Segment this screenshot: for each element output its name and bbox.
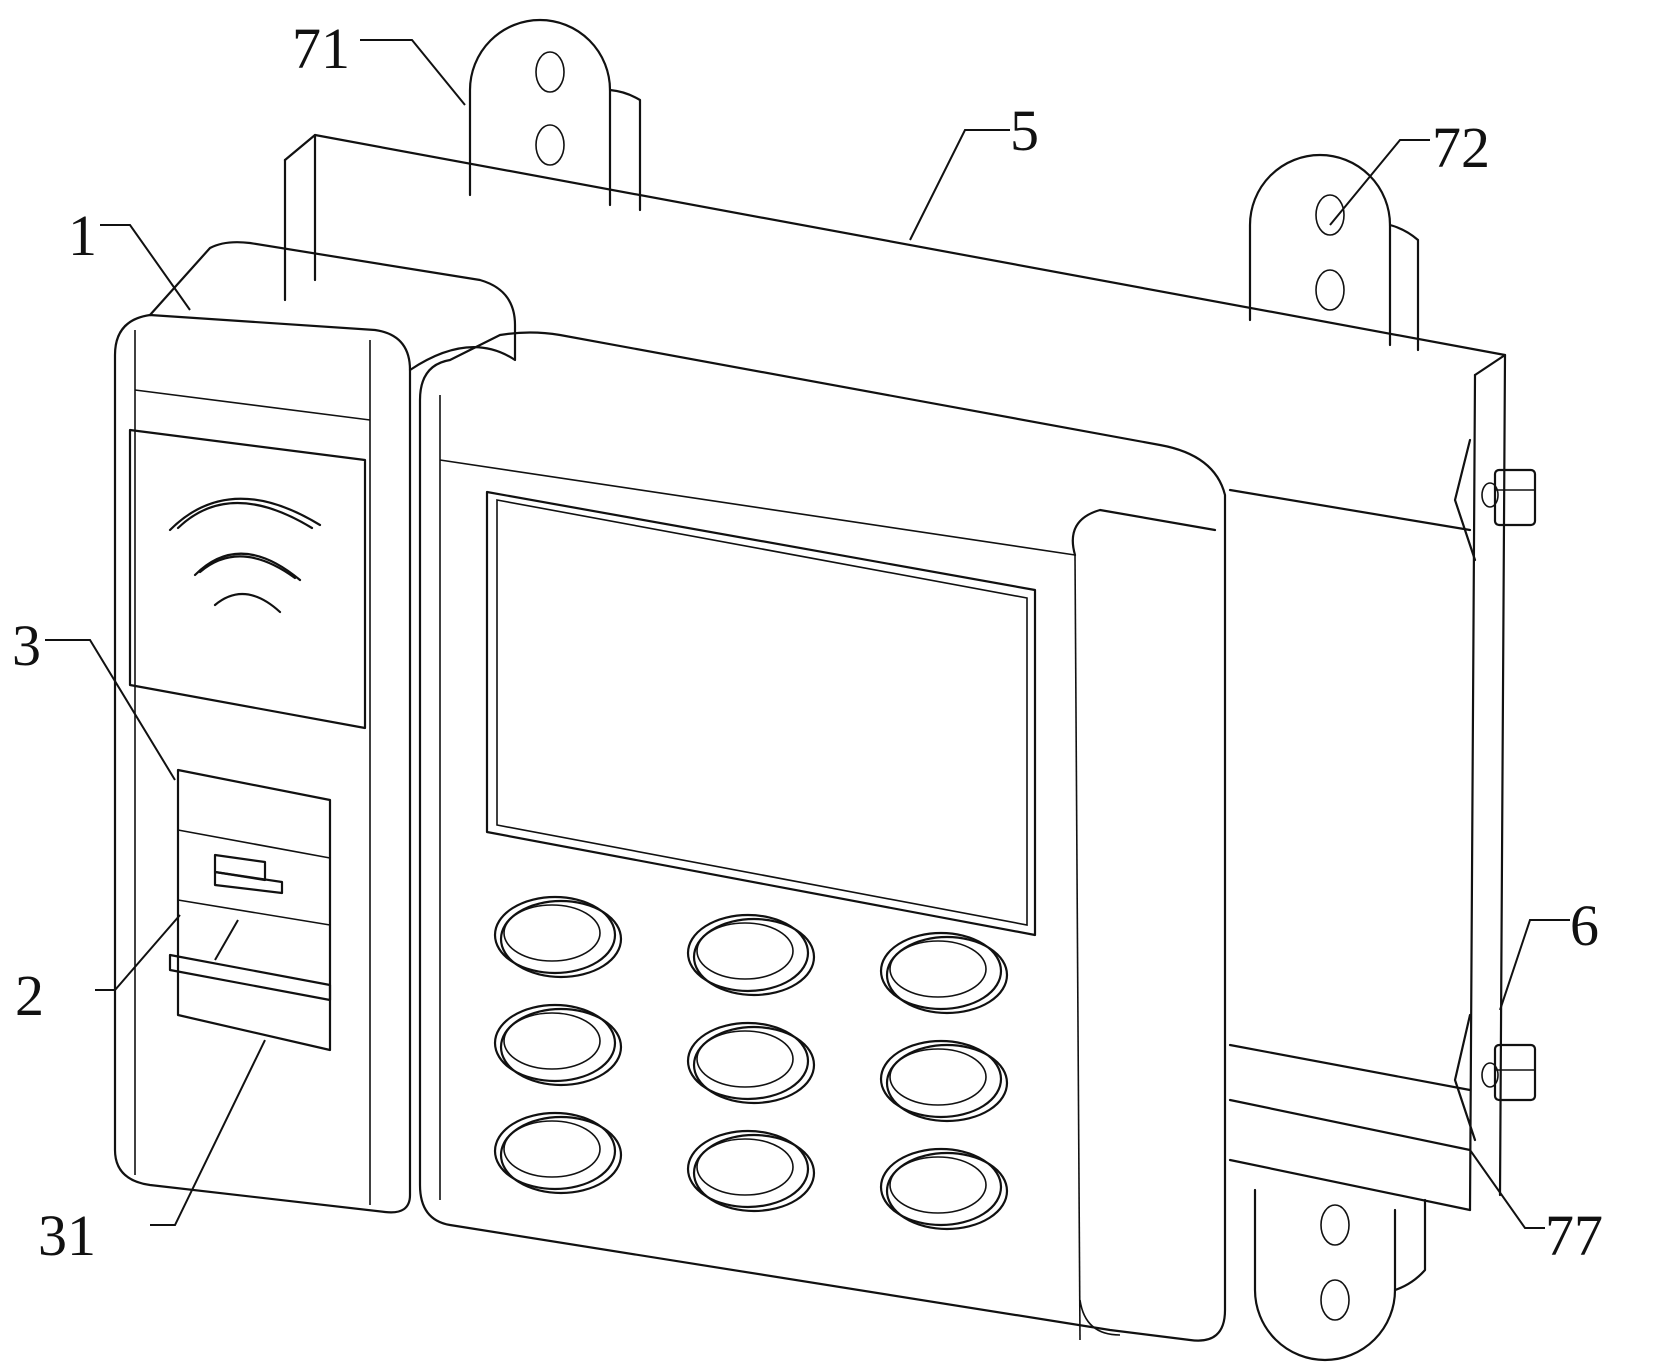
label-6: 6 (1570, 893, 1599, 958)
bolt-top (1481, 468, 1537, 527)
keypad-button[interactable] (686, 1129, 816, 1213)
keypad-button[interactable] (879, 931, 1009, 1015)
keypad-button[interactable] (493, 1003, 623, 1087)
reader-module (113, 241, 517, 1214)
label-5: 5 (1010, 98, 1039, 163)
mounting-ear-bottom (1253, 1188, 1427, 1362)
keypad-button[interactable] (879, 1039, 1009, 1123)
label-2: 2 (15, 963, 44, 1028)
label-72: 72 (1432, 115, 1490, 180)
label-3: 3 (12, 613, 41, 678)
keypad-button[interactable] (686, 913, 816, 997)
main-module (418, 331, 1227, 1342)
mounting-ear-71 (468, 18, 642, 212)
label-71: 71 (292, 16, 350, 81)
keypad (493, 895, 1009, 1231)
display-screen (485, 490, 1037, 937)
leader-lines (45, 39, 1570, 1229)
keypad-button[interactable] (686, 1021, 816, 1105)
label-1: 1 (68, 203, 97, 268)
label-31: 31 (38, 1203, 96, 1268)
keypad-button[interactable] (493, 1111, 623, 1195)
mounting-ear-72 (1248, 153, 1420, 352)
keypad-button[interactable] (879, 1147, 1009, 1231)
label-77: 77 (1545, 1203, 1603, 1268)
bolt-bottom (1481, 1043, 1537, 1102)
keypad-button[interactable] (493, 895, 623, 979)
mounting-plate (283, 133, 1507, 1212)
